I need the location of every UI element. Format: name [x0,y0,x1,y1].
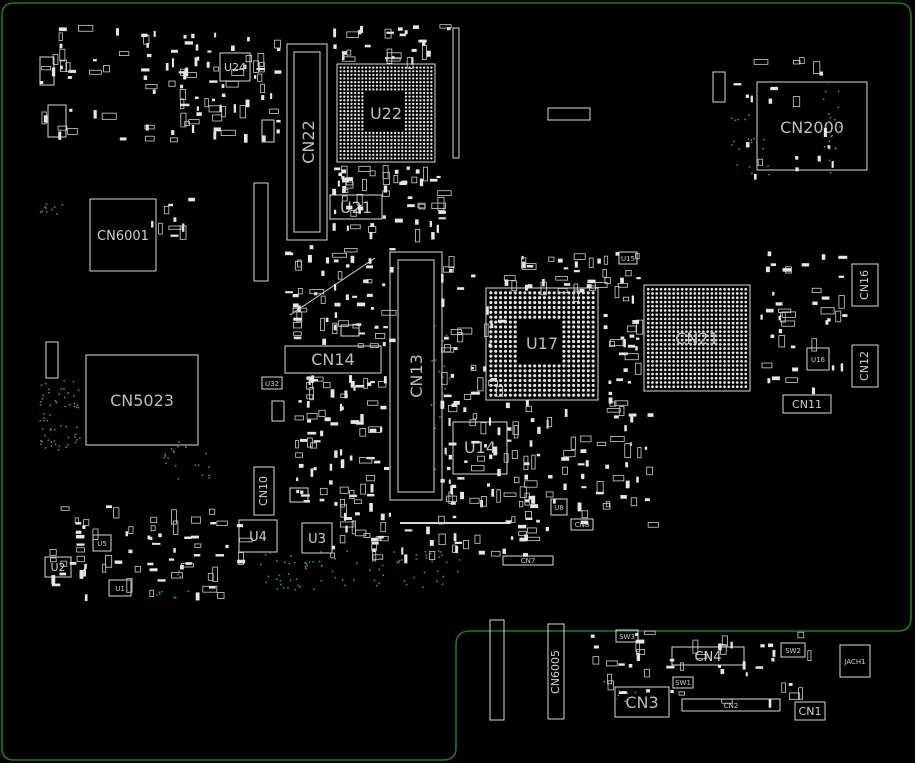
label-cn13: CN13 [407,354,426,398]
label-jach1: JACH1 [843,658,865,666]
component-u3[interactable]: U3 [301,522,333,554]
component-u4[interactable]: U4 [238,519,278,553]
component-cn6005[interactable]: CN6005 [547,623,565,720]
label-cn4: CN4 [694,650,721,665]
label-cn11: CN11 [792,398,822,411]
via-layer [39,81,841,703]
component-cn-left-strip[interactable] [489,619,505,721]
label-u4: U4 [249,530,267,545]
component-cn4[interactable]: CN4 [671,646,745,666]
label-u1: U1 [115,585,125,593]
component-cn2000[interactable]: CN2000 [756,81,868,171]
u22-ball-grid [339,66,433,160]
component-cn14[interactable]: CN14 [284,345,382,374]
label-cn8: CN8 [575,521,590,529]
component-cn11[interactable]: CN11 [782,394,832,414]
strip-fpc [547,107,591,121]
label-u22: U22 [370,104,402,123]
label-u15: U15 [621,255,635,263]
connector-left-vertical [253,182,269,282]
component-cn6001[interactable]: CN6001 [89,198,157,272]
component-cn3[interactable]: CN3 [614,686,670,718]
component-cn5023[interactable]: CN5023 [85,354,199,446]
strip-right-of-u22 [452,27,460,159]
component-cn12[interactable]: CN12 [851,344,879,388]
u17-ball-grid [489,291,595,397]
diagonal-line [289,257,376,316]
component-u16[interactable]: U16 [806,347,830,371]
label-cn22: CN22 [299,120,318,164]
label-cn21: CN21 [675,329,719,348]
label-cn12: CN12 [858,351,871,381]
left-edge-connector [45,341,59,379]
label-cn2: CN2 [724,702,739,710]
component-u15[interactable]: U15 [618,251,638,265]
small-connector [712,71,726,103]
label-cn6001: CN6001 [97,229,149,244]
component-cn21[interactable]: CN21 [643,284,751,392]
label-u14: U14 [464,438,496,457]
label-u24: U24 [224,61,246,74]
component-cn1[interactable]: CN1 [794,701,826,721]
label-sw3: SW3 [619,633,635,641]
component-cn8[interactable]: CN8 [570,518,594,531]
label-u3: U3 [308,532,326,547]
component-sw2[interactable]: SW2 [780,642,806,658]
component-cn16[interactable]: CN16 [851,263,879,307]
component-jach1[interactable]: JACH1 [839,644,871,678]
component-u22[interactable]: U22 [336,63,436,163]
label-cn14: CN14 [311,350,355,369]
label-u17: U17 [526,334,558,353]
component-cn13[interactable]: CN13 [389,251,443,501]
component-u23[interactable] [261,119,275,143]
label-u2: U2 [50,561,65,574]
label-u5: U5 [97,540,107,548]
component-cn22[interactable]: CN22 [286,43,328,241]
top-left-component [47,104,67,138]
label-u21: U21 [340,198,372,217]
label-cn16: CN16 [858,270,871,300]
component-cn2[interactable]: CN2 [681,698,781,712]
label-u8: U8 [554,504,564,512]
component-u32[interactable]: U32 [261,376,283,390]
component-u21[interactable]: U21 [329,194,383,220]
component-u17[interactable]: U17 [485,287,599,401]
component-u5[interactable]: U5 [92,534,112,552]
component-u8[interactable]: U8 [550,498,568,516]
component-u25[interactable] [340,324,360,337]
label-sw1: SW1 [675,679,691,687]
component-u1[interactable]: U1 [108,579,132,597]
component-sw1[interactable]: SW1 [672,676,694,689]
small-parts-layer [40,24,848,708]
label-cn10: CN10 [257,476,270,506]
component-cn7[interactable]: CN7 [502,555,554,566]
label-u32: U32 [265,380,279,388]
component-u2[interactable]: U2 [44,556,72,578]
component-u33[interactable] [271,400,285,422]
cn21-ball-grid [646,287,748,389]
label-cn5023: CN5023 [110,391,174,410]
label-cn6005: CN6005 [549,650,562,694]
label-sw2: SW2 [785,647,801,655]
label-cn3: CN3 [625,693,658,712]
label-cn1: CN1 [799,705,822,718]
label-u16: U16 [811,356,826,364]
component-cn10[interactable]: CN10 [253,466,275,516]
label-cn7: CN7 [521,557,536,565]
label-cn2000: CN2000 [780,118,844,137]
